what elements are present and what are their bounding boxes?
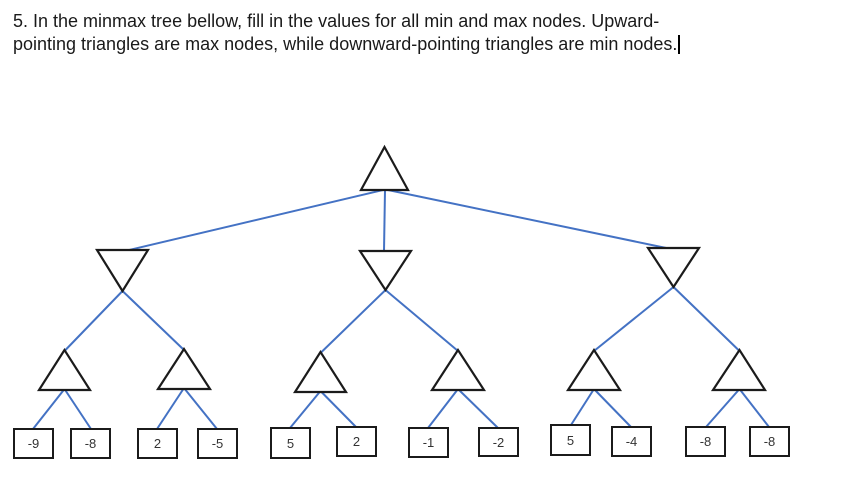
edge-minright-max6 <box>672 286 741 352</box>
edge-root-min-middle <box>383 189 386 252</box>
edge-max4-leaf7 <box>427 388 459 429</box>
question-text: 5. In the minmax tree bellow, fill in th… <box>13 10 813 56</box>
edge-max2-leaf4 <box>183 387 218 430</box>
edge-max4-leaf8 <box>457 388 499 429</box>
edge-root-min-left <box>124 189 384 252</box>
min-node-left[interactable] <box>95 248 150 294</box>
leaf-box-3: 2 <box>137 428 178 459</box>
question-line-2-text: pointing triangles are max nodes, while … <box>13 34 678 54</box>
edge-minleft-max1 <box>63 290 124 352</box>
edge-max6-leaf11 <box>705 388 741 428</box>
leaf-box-12: -8 <box>749 426 790 457</box>
leaf-box-4: -5 <box>197 428 238 459</box>
max-node-2[interactable] <box>155 346 213 391</box>
tree-nodes <box>36 144 768 394</box>
min-node-middle[interactable] <box>357 249 414 293</box>
edge-max3-leaf6 <box>319 390 357 428</box>
edge-root-min-right <box>387 189 672 250</box>
edge-max1-leaf1 <box>32 388 66 430</box>
max-node-5[interactable] <box>565 347 623 392</box>
leaf-box-5: 5 <box>270 427 311 459</box>
edge-max6-leaf12 <box>738 388 770 428</box>
edge-max3-leaf5 <box>289 390 322 429</box>
leaf-box-1: -9 <box>13 428 54 459</box>
edge-max5-leaf10 <box>593 388 632 428</box>
leaf-box-10: -4 <box>611 426 652 457</box>
root-max-node[interactable] <box>359 144 410 192</box>
leaf-box-9: 5 <box>550 424 591 456</box>
max-node-4[interactable] <box>429 347 487 392</box>
edge-minmiddle-max4 <box>384 289 459 352</box>
question-line-2: pointing triangles are max nodes, while … <box>13 33 813 56</box>
text-cursor <box>678 35 680 54</box>
leaf-box-11: -8 <box>685 426 726 457</box>
edge-max1-leaf2 <box>63 388 92 430</box>
edge-max2-leaf3 <box>156 387 185 430</box>
edge-minleft-max2 <box>121 290 185 351</box>
leaf-box-2: -8 <box>70 428 111 459</box>
max-node-1[interactable] <box>36 347 93 392</box>
tree-edges <box>32 189 770 430</box>
max-node-3[interactable] <box>292 349 349 394</box>
edge-minmiddle-max3 <box>319 289 387 354</box>
leaf-box-6: 2 <box>336 426 377 457</box>
leaf-box-7: -1 <box>408 427 449 458</box>
min-node-right[interactable] <box>645 246 702 290</box>
edge-minright-max5 <box>593 286 675 352</box>
max-node-6[interactable] <box>710 347 768 392</box>
edge-max5-leaf9 <box>570 388 595 426</box>
question-line-1: 5. In the minmax tree bellow, fill in th… <box>13 11 660 31</box>
leaf-box-8: -2 <box>478 427 519 457</box>
